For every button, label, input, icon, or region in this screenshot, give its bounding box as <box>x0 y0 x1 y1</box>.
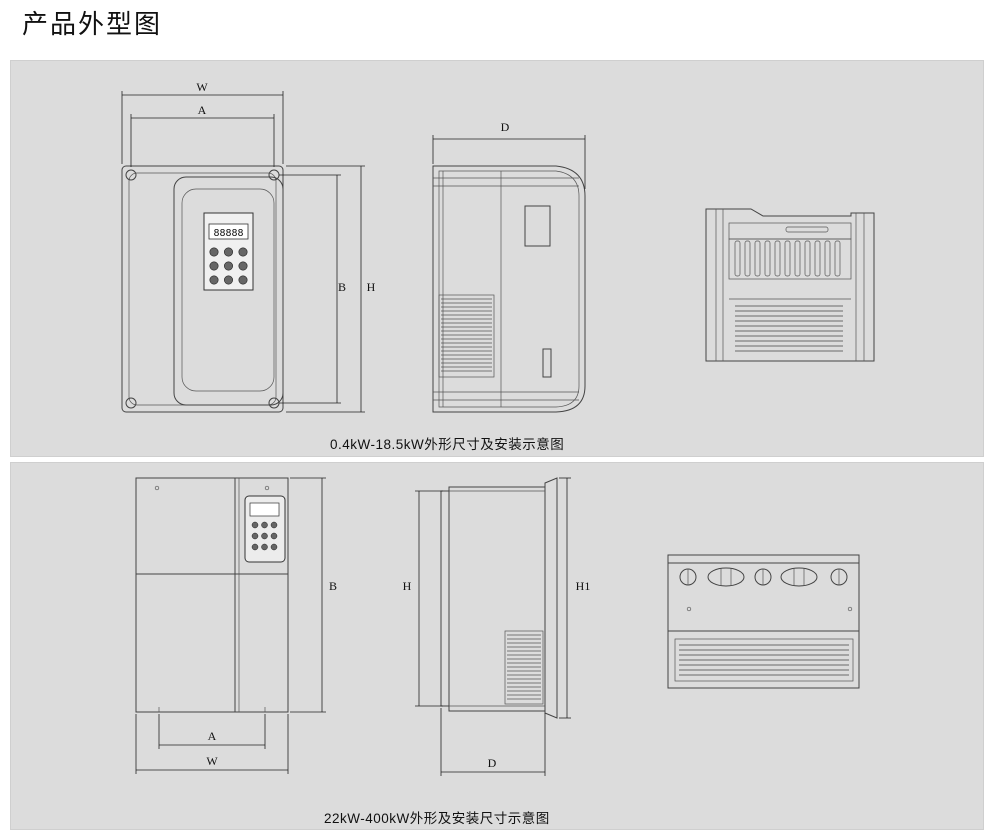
dim-label-h1-large: H1 <box>576 579 591 593</box>
dim-label-b-large: B <box>329 579 337 593</box>
side-vent-small <box>438 294 495 378</box>
large-model-panel: B A W <box>10 462 984 830</box>
dim-label-d-large: D <box>488 756 497 770</box>
small-model-drawing: 88888 W A B H <box>121 80 875 413</box>
front-view-large: B A W <box>135 477 337 774</box>
bottom-view-large <box>667 554 860 689</box>
bottom-view-small <box>705 208 875 362</box>
dim-label-h-large: H <box>403 579 412 593</box>
dim-label-b: B <box>338 280 346 294</box>
mount-hole <box>125 397 137 409</box>
large-model-drawing: B A W <box>135 477 860 776</box>
side-view-large: H H1 D <box>403 477 591 776</box>
side-view-small: D <box>432 120 586 413</box>
dim-label-a-large: A <box>208 729 217 743</box>
caption-small-model: 0.4kW-18.5kW外形尺寸及安装示意图 <box>330 437 565 452</box>
lcd-display-large <box>249 502 280 517</box>
mount-hole <box>125 169 137 181</box>
dim-label-d: D <box>501 120 510 134</box>
dim-label-w: W <box>196 80 208 94</box>
small-model-panel: 88888 W A B H <box>10 60 984 457</box>
mount-hole <box>268 169 280 181</box>
front-view-small: 88888 W A B H <box>121 80 376 413</box>
display-digits-small: 88888 <box>213 228 243 239</box>
page-title: 产品外型图 <box>22 10 163 40</box>
lcd-display-small <box>208 223 249 240</box>
dim-label-w-large: W <box>206 754 218 768</box>
caption-large-model: 22kW-400kW外形及安装尺寸示意图 <box>324 811 550 826</box>
side-vent-large <box>504 630 544 705</box>
dim-label-a: A <box>198 103 207 117</box>
dim-label-h: H <box>367 280 376 294</box>
